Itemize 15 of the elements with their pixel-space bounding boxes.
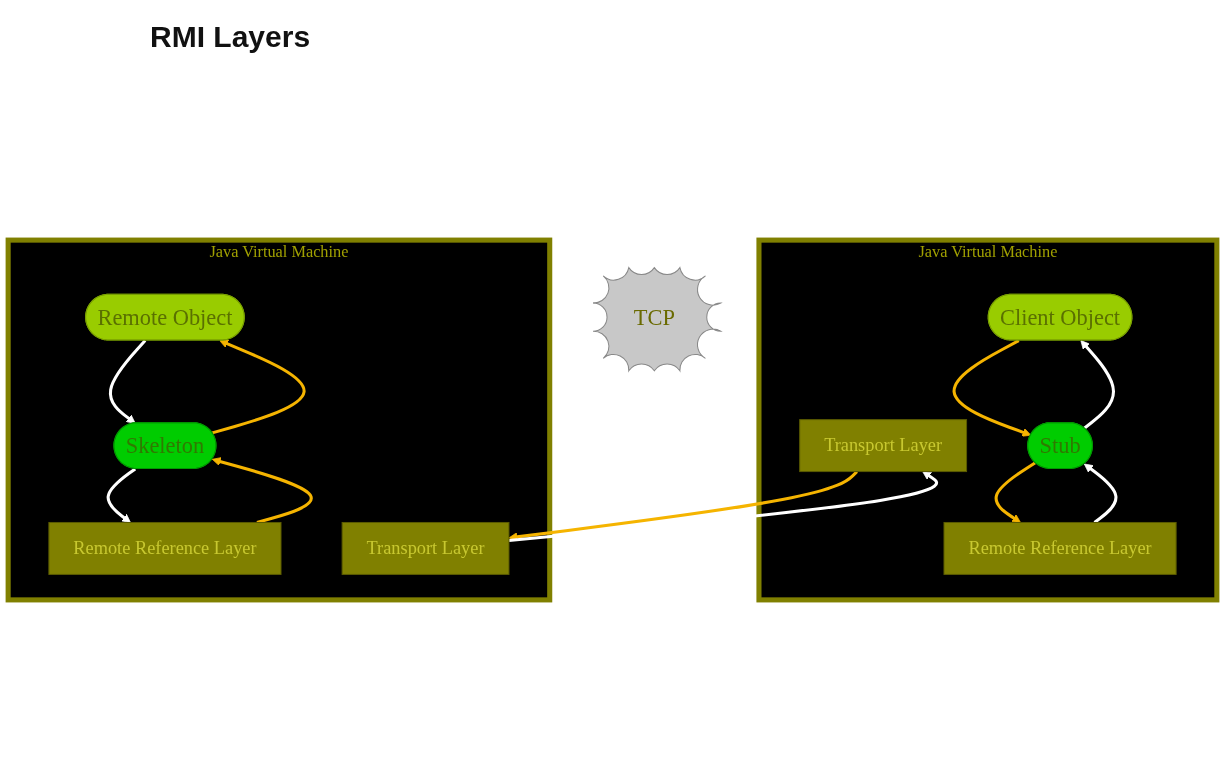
node-box: Remote Reference Layer <box>48 522 282 575</box>
node-box: Transport Layer <box>341 522 510 575</box>
arrow <box>1080 340 1115 430</box>
arrow <box>106 467 137 523</box>
arrow <box>211 457 313 524</box>
diagram-title: RMI Layers <box>150 20 311 54</box>
arrow <box>952 339 1032 437</box>
arrow <box>508 471 938 542</box>
arrow <box>994 461 1037 523</box>
arrow <box>508 470 858 542</box>
arrow <box>1083 463 1118 524</box>
arrow <box>108 339 147 424</box>
node-box: Remote Reference Layer <box>943 522 1177 575</box>
arrow <box>211 339 306 435</box>
node-box: Transport Layer <box>799 419 968 473</box>
